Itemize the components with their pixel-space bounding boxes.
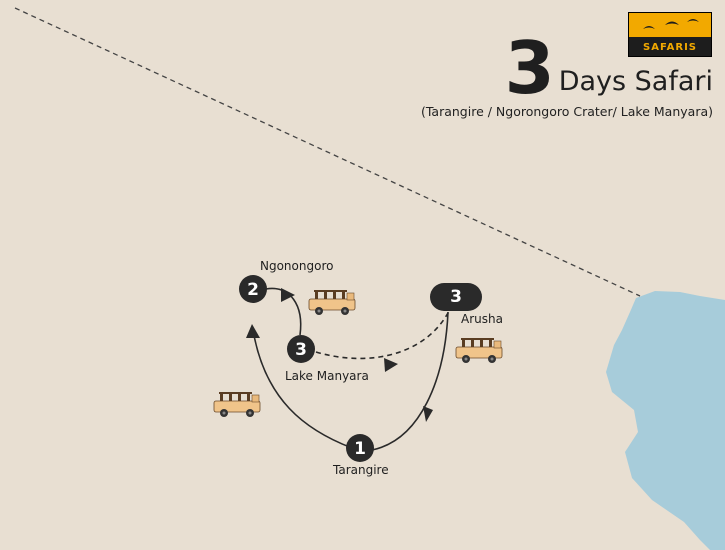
route-arrow-down: [423, 406, 433, 422]
route-arusha-to-tarangire: [371, 311, 449, 451]
place-label-arusha: Arusha: [461, 312, 503, 326]
route-arrow-up: [246, 324, 260, 338]
route-arrow-right: [281, 288, 295, 302]
lake-victoria: [606, 291, 725, 550]
stop-marker-ngorongoro: 2: [239, 275, 267, 303]
border-line: [14, 7, 641, 297]
place-label-lake-manyara: Lake Manyara: [285, 369, 369, 383]
route-manyara-to-arusha: [315, 304, 453, 360]
route-ngorongoro-to-manyara: [265, 287, 302, 336]
stop-number: 3: [295, 340, 307, 360]
stop-number: 3: [450, 287, 462, 307]
stop-marker-tarangire: 1: [346, 434, 374, 462]
logo-top-text: BESTDAY: [645, 37, 695, 47]
place-label-ngorongoro: Ngonongoro: [260, 259, 334, 273]
route-tarangire-to-ngorongoro: [252, 329, 353, 449]
logo-bottom-text: SAFARIS: [643, 42, 697, 53]
page-title: Days Safari: [558, 66, 713, 97]
title-days-number: 3: [504, 26, 555, 110]
brand-logo: BESTDAY SAFARIS: [628, 12, 712, 57]
page-subtitle: (Tarangire / Ngorongoro Crater/ Lake Man…: [420, 104, 713, 119]
stop-marker-lake-manyara: 3: [287, 335, 315, 363]
route-arrow-dashed: [384, 358, 398, 372]
stop-number: 2: [247, 280, 259, 300]
stop-marker-arusha: 3: [430, 283, 482, 311]
place-label-tarangire: Tarangire: [333, 463, 389, 477]
title-block: 3 Days Safari (Tarangire / Ngorongoro Cr…: [420, 26, 713, 119]
stop-number: 1: [354, 439, 366, 459]
bird-icon: [643, 19, 699, 29]
